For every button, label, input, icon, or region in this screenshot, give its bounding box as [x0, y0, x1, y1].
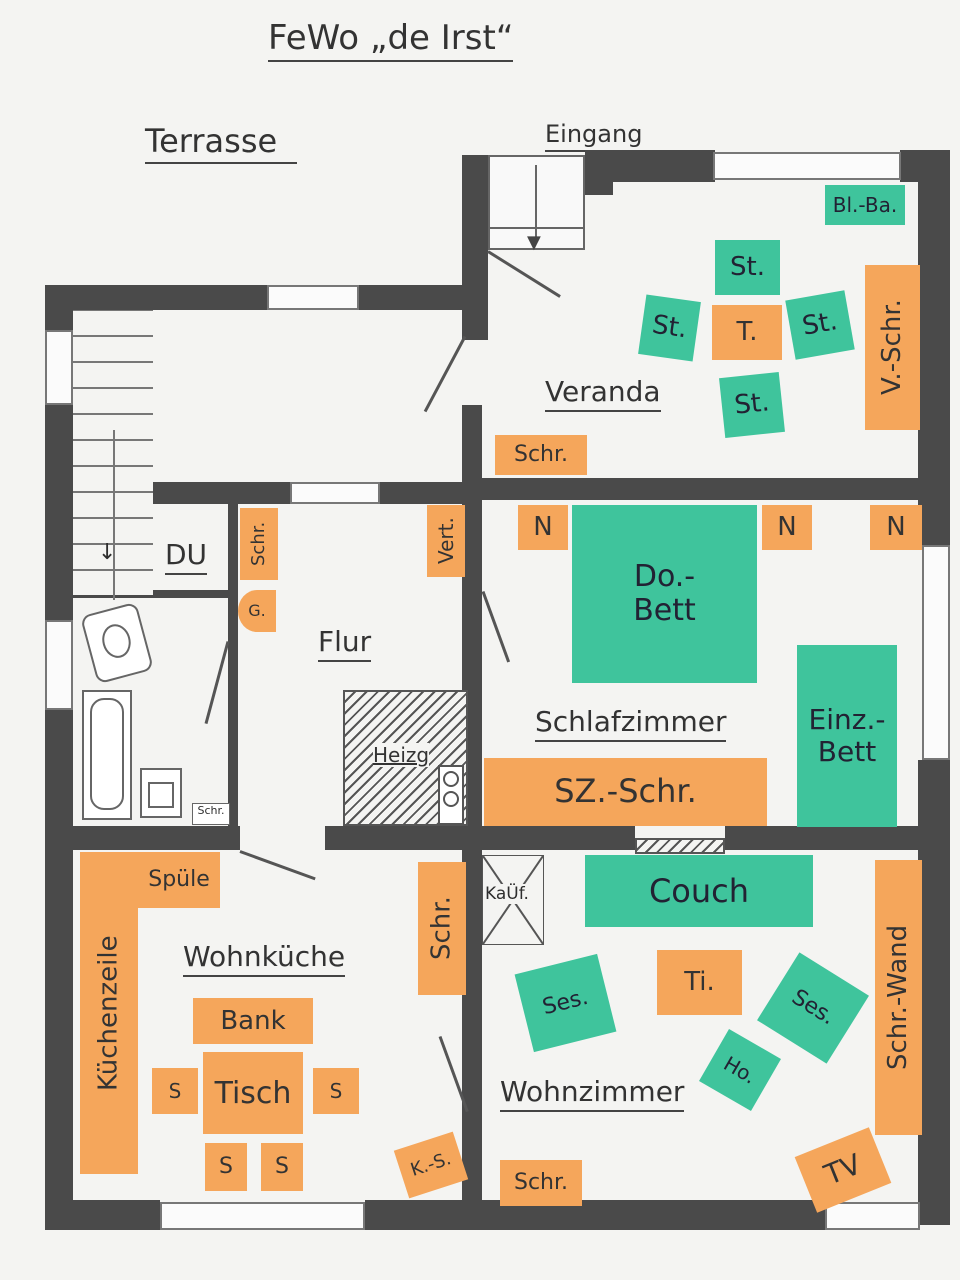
stair-arrow-down-icon: ↓ [98, 540, 117, 565]
room-label-wohnzimmer: Wohnzimmer [500, 1075, 685, 1112]
furniture-schr-flur: Schr. [240, 508, 278, 580]
furniture-stuhl-bottom-right: S [261, 1143, 303, 1191]
furniture-sz-schr: SZ.-Schr. [484, 758, 767, 826]
furniture-nightstand-2: N [762, 505, 812, 550]
staircase: ↓ [73, 310, 153, 600]
furniture-single-bed: Einz.- Bett [797, 645, 897, 827]
furniture-schr-kueche: Schr. [418, 862, 466, 995]
furniture-tisch: Tisch [203, 1052, 303, 1134]
furniture-g: G. [238, 590, 276, 632]
furniture-hocker: Ho. [699, 1029, 781, 1111]
door-veranda [487, 250, 561, 298]
door-bedroom [481, 590, 511, 663]
furniture-vert: Vert. [427, 505, 465, 577]
room-label-schlafzimmer: Schlafzimmer [535, 705, 727, 742]
furniture-double-bed: Do.- Bett [572, 505, 757, 683]
door-du [204, 641, 230, 724]
entrance-label: Eingang [545, 120, 643, 152]
window-veranda-top [713, 152, 901, 180]
furniture-couch: Couch [585, 855, 813, 927]
furniture-kuechenzeile: Küchenzeile [80, 852, 138, 1174]
furniture-st-left: St. [638, 294, 701, 362]
room-label-heizg: Heizg [373, 743, 430, 767]
furniture-schr-wand: Schr.-Wand [875, 860, 922, 1135]
entrance-steps: ▼ [488, 155, 585, 253]
furniture-schr-veranda: Schr. [495, 435, 587, 475]
sink-icon [140, 768, 182, 818]
furniture-table-veranda: T. [712, 305, 782, 360]
furniture-stuhl-right: S [313, 1068, 359, 1114]
furniture-schr-bad: Schr. [192, 803, 230, 825]
furniture-sessel-right: Ses. [757, 952, 869, 1064]
kaf-label: KaÜf. [485, 884, 529, 904]
furniture-nightstand-3: N [870, 505, 922, 550]
furniture-kaf: KaÜf. [482, 855, 544, 945]
window-bottom-left [160, 1202, 365, 1230]
door-kitchen [239, 850, 316, 881]
furniture-schr-wohn: Schr. [500, 1160, 582, 1206]
room-label-du: DU [165, 538, 208, 575]
furniture-ti: Ti. [657, 950, 742, 1015]
furniture-spuele: Spüle [138, 852, 220, 908]
room-label-veranda: Veranda [545, 375, 661, 412]
furniture-stuhl-left: S [152, 1068, 198, 1114]
furniture-nightstand-1: N [518, 505, 568, 550]
heater-strip [635, 838, 725, 854]
toilet-icon [79, 601, 155, 685]
window-right [922, 545, 950, 760]
room-label-flur: Flur [318, 625, 372, 662]
furniture-st-top: St. [715, 240, 780, 295]
door-stair [423, 335, 467, 413]
window-left-mid [45, 620, 73, 710]
room-label-wohnkueche: Wohnküche [183, 940, 346, 977]
window-top-left [267, 285, 359, 310]
bathtub-icon [82, 690, 132, 820]
arrow-down-icon: ▼ [527, 232, 541, 253]
furniture-st-right: St. [785, 290, 855, 360]
plan-title: FeWo „de Irst“ [268, 18, 514, 62]
furniture-ks: K.-S. [393, 1131, 469, 1199]
window-bottom-right [825, 1202, 920, 1230]
furniture-st-bottom: St. [719, 372, 785, 438]
terrace-label: Terrasse [145, 122, 298, 164]
furniture-bl-ba: Bl.-Ba. [825, 185, 905, 225]
stove-icon [438, 765, 464, 825]
furniture-stuhl-bottom-left: S [205, 1143, 247, 1191]
furniture-bank: Bank [193, 998, 313, 1044]
window-stair [290, 482, 380, 504]
furniture-v-schr: V.-Schr. [865, 265, 920, 430]
furniture-sessel-left: Ses. [514, 953, 617, 1053]
window-left-top [45, 330, 73, 405]
